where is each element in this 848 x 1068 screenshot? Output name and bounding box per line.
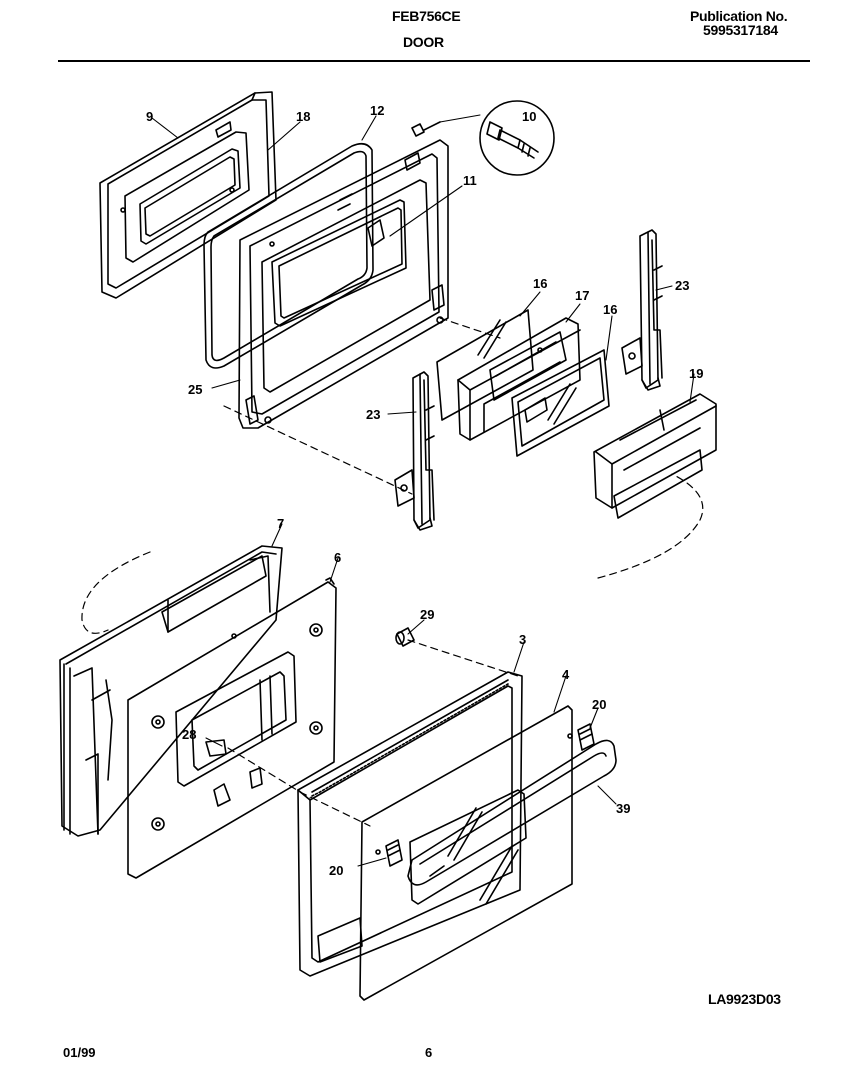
- callout-23-left: 23: [366, 407, 380, 422]
- callout-7: 7: [277, 516, 284, 531]
- part-23-hinge-right: [621, 229, 663, 391]
- callout-6: 6: [334, 550, 341, 565]
- part-3-outer-frame: [297, 671, 523, 977]
- part-39-handle: [407, 739, 617, 886]
- callout-20-left: 20: [329, 863, 343, 878]
- footer-date: 01/99: [63, 1045, 96, 1060]
- callout-19: 19: [689, 366, 703, 381]
- callout-4: 4: [562, 667, 570, 682]
- part-20-endcap-right: [567, 723, 595, 751]
- callout-12: 12: [370, 103, 384, 118]
- callout-29: 29: [420, 607, 434, 622]
- part-20-endcap-left: [375, 839, 403, 867]
- publication-label: Publication No.: [690, 8, 788, 24]
- part-16-glass-left: [436, 309, 534, 421]
- callout-9: 9: [146, 109, 153, 124]
- callout-16-right: 16: [603, 302, 617, 317]
- part-29-plug: [395, 627, 415, 647]
- assembly-lines: [81, 317, 704, 827]
- part-10-screw-detail: [411, 100, 555, 176]
- footer-page: 6: [425, 1045, 433, 1060]
- callout-28: 28: [182, 727, 196, 742]
- part-6-door-panel: [127, 577, 337, 879]
- callout-10: 10: [522, 109, 536, 124]
- section-title: DOOR: [403, 34, 444, 50]
- callout-20-right: 20: [592, 697, 606, 712]
- part-19-vent-channel: [593, 393, 717, 519]
- callout-3: 3: [519, 632, 526, 647]
- diagram-code: LA9923D03: [708, 991, 781, 1007]
- callout-23-right: 23: [675, 278, 689, 293]
- part-4-glass-panel: [359, 705, 573, 1001]
- model-number: FEB756CE: [392, 8, 461, 24]
- header-divider: [58, 60, 810, 62]
- callout-18: 18: [296, 109, 310, 124]
- callout-16-left: 16: [533, 276, 547, 291]
- part-23-hinge-left: [394, 371, 435, 531]
- part-17-glass-spacer: [457, 317, 581, 441]
- publication-number: 5995317184: [703, 22, 778, 38]
- callout-labels: 9 18 12 10 11 16 17 16 23 25 23 19 7 6 2…: [146, 103, 703, 878]
- part-7-insulation: [59, 545, 283, 837]
- callout-11: 11: [463, 173, 477, 188]
- callout-17: 17: [575, 288, 589, 303]
- leader-lines: [151, 115, 695, 867]
- callout-25: 25: [188, 382, 202, 397]
- part-16-glass-right: [511, 349, 610, 457]
- part-18-gasket: [203, 142, 374, 369]
- callout-39: 39: [616, 801, 630, 816]
- part-12-inner-panel: [238, 139, 449, 429]
